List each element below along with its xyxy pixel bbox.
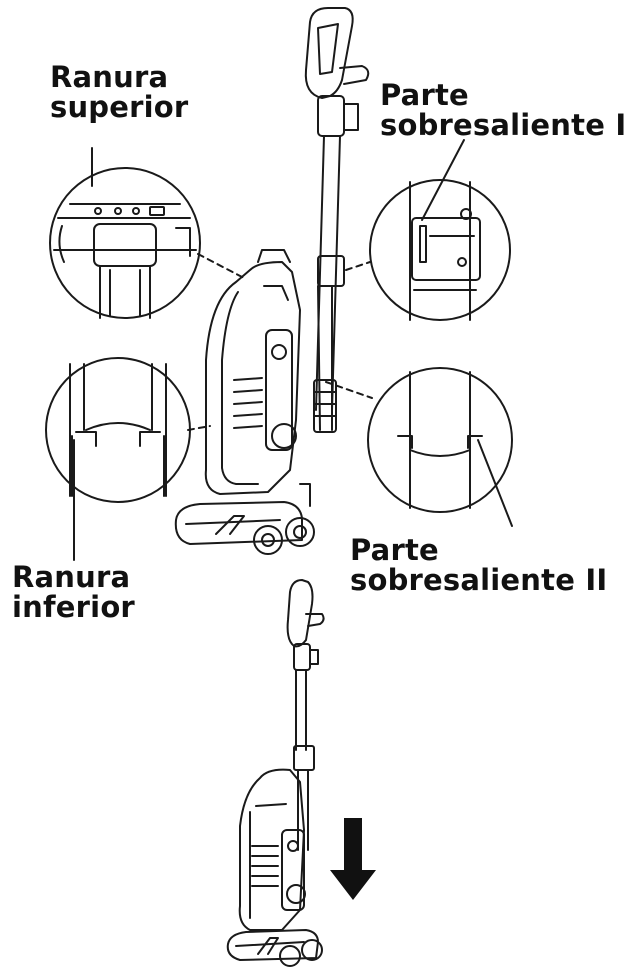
label-protrusion-2-line1: Parte — [350, 533, 439, 567]
label-upper-slot: Ranura superior — [50, 62, 188, 122]
zoom-circle-protrusion-1 — [369, 179, 511, 321]
zoom-circle-lower-slot — [45, 357, 191, 503]
label-lower-slot-line1: Ranura — [12, 560, 131, 594]
label-lower-slot-line2: inferior — [12, 590, 135, 624]
label-protrusion-1: Parte sobresaliente I — [380, 80, 626, 140]
label-protrusion-2: Parte sobresaliente II — [350, 535, 607, 595]
zoom-circle-upper-slot — [49, 167, 201, 319]
arrow-down-icon — [330, 818, 376, 900]
label-lower-slot: Ranura inferior — [12, 562, 135, 622]
label-protrusion-2-line2: sobresaliente II — [350, 563, 608, 597]
label-upper-slot-line2: superior — [50, 90, 189, 124]
vacuum-upright-top — [174, 7, 370, 555]
zoom-circle-protrusion-2 — [367, 367, 513, 513]
label-protrusion-1-line2: sobresaliente I — [380, 108, 627, 142]
label-upper-slot-line1: Ranura — [50, 60, 169, 94]
vacuum-upright-bottom — [226, 579, 325, 967]
label-protrusion-1-line1: Parte — [380, 78, 469, 112]
